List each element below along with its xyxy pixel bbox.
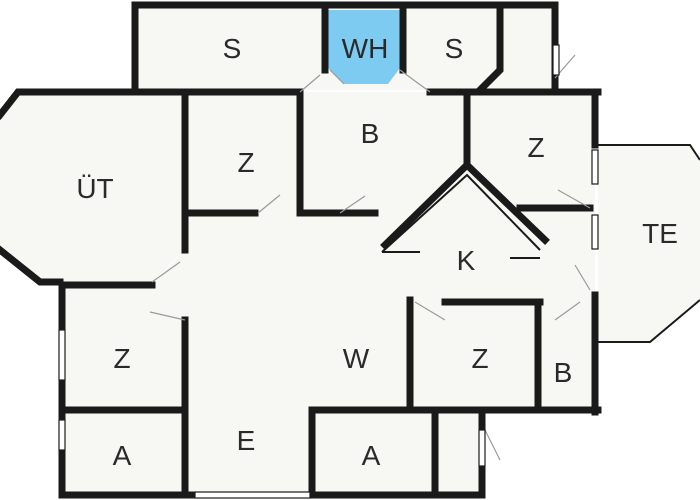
room-label-outdoor-terrace: ÜT	[76, 173, 113, 204]
room-labels: S WH S ÜT Z B Z TE K Z W Z B A E A	[76, 33, 678, 471]
floor-fills	[0, 5, 700, 495]
room-label-utility: WH	[342, 33, 389, 64]
room-label-storage-2: S	[445, 33, 464, 64]
room-label-bedroom-3: Z	[113, 343, 130, 374]
room-label-closet-2: A	[362, 440, 381, 471]
room-label-terrace: TE	[642, 218, 678, 249]
room-label-kitchen: K	[457, 245, 476, 276]
room-label-bedroom-1: Z	[237, 147, 254, 178]
room-label-bedroom-2: Z	[527, 132, 544, 163]
room-label-living: W	[343, 343, 370, 374]
windows	[58, 44, 599, 499]
room-label-bath-2: B	[554, 357, 573, 388]
room-label-closet-1: A	[113, 440, 132, 471]
room-label-bath-1: B	[361, 118, 380, 149]
utility-room-highlight	[328, 10, 400, 84]
room-label-bedroom-4: Z	[471, 343, 488, 374]
room-label-entrance: E	[237, 425, 256, 456]
room-label-storage-1: S	[223, 33, 242, 64]
